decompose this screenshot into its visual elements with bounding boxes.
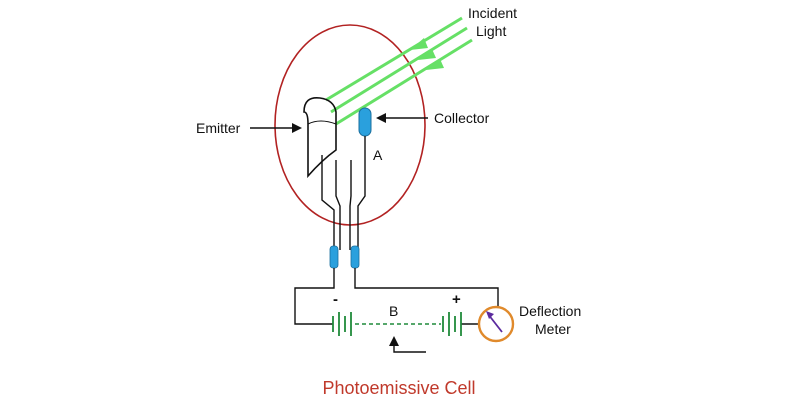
circuit-wires — [294, 268, 499, 325]
emitter-label: Emitter — [196, 120, 241, 136]
deflection-meter-label-line2: Meter — [535, 321, 571, 337]
collector-lead-inner — [349, 160, 352, 250]
positive-terminal-sign: + — [452, 291, 461, 308]
light-ray-arrowheads — [410, 38, 444, 70]
emitter-lead-inner — [335, 160, 341, 250]
incident-light-label-line2: Light — [476, 23, 506, 39]
point-b-label: B — [389, 303, 398, 319]
emitter-electrode — [303, 96, 337, 179]
collector-lead — [357, 136, 366, 250]
deflection-meter-label-line1: Deflection — [519, 303, 581, 319]
emitter-lead — [321, 155, 335, 250]
collector-label: Collector — [434, 110, 490, 126]
collector-electrode — [358, 107, 372, 137]
collector-terminal — [350, 245, 360, 269]
battery-right — [442, 312, 462, 336]
diagram-caption: Photoemissive Cell — [322, 378, 475, 398]
point-a-label: A — [373, 147, 383, 163]
battery-left — [332, 312, 352, 336]
meter-needle-tip — [486, 311, 494, 319]
incident-light-rays — [325, 16, 473, 126]
emitter-terminal — [329, 245, 339, 269]
incident-light-label-line1: Incident — [468, 5, 517, 21]
slider-tap-arrow — [389, 336, 426, 353]
negative-terminal-sign: - — [333, 291, 338, 308]
